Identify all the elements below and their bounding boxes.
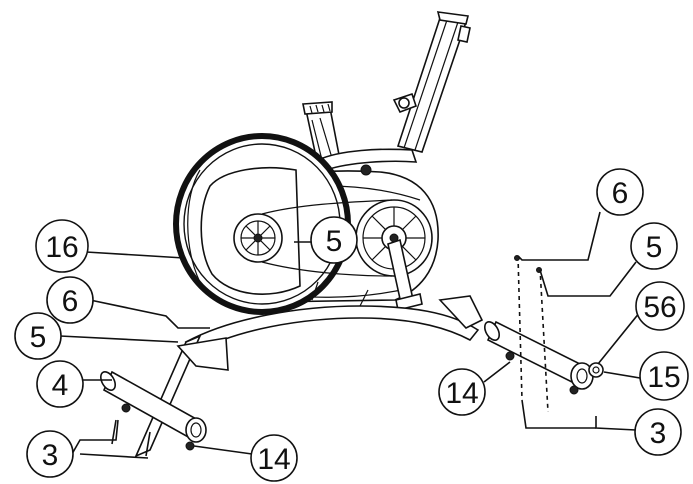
callout-6-left-text: 6 (62, 285, 79, 318)
callout-3-left: 3 (26, 430, 74, 478)
callout-6-left: 6 (46, 276, 94, 324)
callout-56-text: 56 (643, 291, 676, 324)
callout-3-right-text: 3 (650, 417, 667, 450)
drive-chain (261, 199, 393, 277)
callout-16: 16 (35, 219, 89, 273)
callout-leaders (59, 211, 641, 459)
callout-4-text: 4 (52, 369, 69, 402)
small-pulley (233, 213, 283, 263)
callout-3-right: 3 (634, 408, 682, 456)
callout-6-right-text: 6 (612, 177, 629, 210)
callout-5-right: 5 (630, 222, 678, 270)
lower-frame-tube (184, 281, 484, 353)
callout-14-left-text: 14 (257, 443, 290, 476)
rear-stabilizer (483, 320, 604, 395)
callout-6-right: 6 (596, 168, 644, 216)
callout-4: 4 (36, 360, 84, 408)
callout-5-center: 5 (310, 216, 358, 264)
callout-5-center-text: 5 (326, 225, 343, 258)
callout-14-left: 14 (250, 434, 298, 482)
rear-bolts (514, 255, 549, 413)
callout-3-left-text: 3 (42, 439, 59, 472)
callout-5-left-text: 5 (30, 321, 47, 354)
front-down-tube (134, 334, 229, 458)
callout-14-right: 14 (438, 368, 486, 416)
handlebar-post (392, 11, 471, 153)
crank-pulley (355, 199, 433, 311)
callout-14-right-text: 14 (445, 377, 478, 410)
callout-5-left: 5 (14, 312, 62, 360)
front-stabilizer (99, 370, 207, 457)
callout-16-text: 16 (45, 231, 78, 264)
callout-5-right-text: 5 (646, 231, 663, 264)
callout-56: 56 (635, 281, 685, 331)
callout-15: 15 (639, 351, 689, 401)
callout-15-text: 15 (647, 361, 680, 394)
